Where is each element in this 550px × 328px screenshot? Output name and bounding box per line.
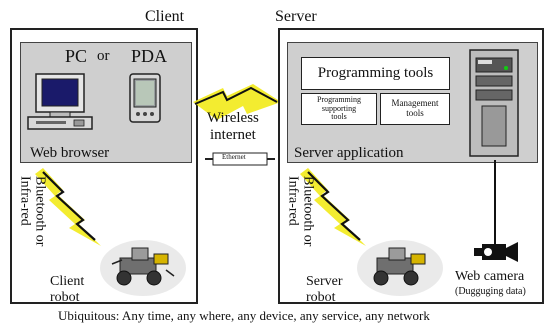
pda-icon	[129, 73, 161, 123]
ethernet-label: Ethernet	[222, 153, 246, 161]
programming-supporting-tools-box: Programming supporting tools	[301, 93, 377, 125]
client-robot-icon	[100, 240, 186, 296]
server-header: Server	[275, 8, 317, 25]
programming-supporting-line3: tools	[331, 112, 347, 122]
or-label: or	[97, 48, 110, 64]
server-bluetooth-label: Bluetooth or Infra-red	[285, 176, 316, 247]
client-bluetooth-line2: Infra-red	[17, 176, 33, 226]
server-bluetooth-bolt-icon	[300, 168, 366, 246]
programming-supporting-line1: Programming	[317, 95, 361, 105]
client-bluetooth-label: Bluetooth or Infra-red	[17, 176, 48, 247]
web-camera-icon	[474, 242, 518, 262]
client-bluetooth-line1: Bluetooth or	[32, 176, 48, 247]
client-robot-label-line1: Client	[50, 274, 85, 289]
server-robot-icon	[357, 240, 443, 296]
server-bluetooth-line1: Bluetooth or	[300, 176, 316, 247]
server-robot-label-line1: Server	[306, 274, 343, 289]
wireless-label-line2: internet	[210, 127, 256, 143]
web-browser-label: Web browser	[30, 145, 110, 161]
programming-tools-label: Programming tools	[317, 65, 434, 81]
management-tools-box: Management tools	[380, 93, 450, 125]
pc-icon	[27, 73, 93, 130]
server-tower-icon	[469, 49, 519, 157]
server-bluetooth-line2: Infra-red	[285, 176, 301, 226]
client-header: Client	[145, 8, 185, 25]
web-camera-sublabel: (Dugguging data)	[455, 286, 526, 297]
server-robot-label-line2: robot	[306, 290, 336, 305]
ethernet-connector-icon	[205, 152, 275, 166]
management-line1: Management	[391, 98, 439, 109]
pda-label: PDA	[131, 46, 168, 66]
server-application-label: Server application	[294, 145, 404, 161]
wireless-label-line1: Wireless	[207, 110, 259, 126]
client-robot-label-line2: robot	[50, 290, 80, 305]
footer-caption: Ubiquitous: Any time, any where, any dev…	[58, 308, 430, 323]
programming-tools-box: Programming tools	[301, 57, 450, 90]
pc-label: PC	[65, 46, 88, 66]
wireless-bolt-icon	[193, 84, 281, 120]
web-camera-label: Web camera	[455, 269, 525, 284]
client-bluetooth-bolt-icon	[35, 168, 101, 246]
programming-supporting-line2: supporting	[321, 103, 357, 113]
camera-cable	[494, 160, 496, 248]
management-line2: tools	[406, 108, 424, 118]
